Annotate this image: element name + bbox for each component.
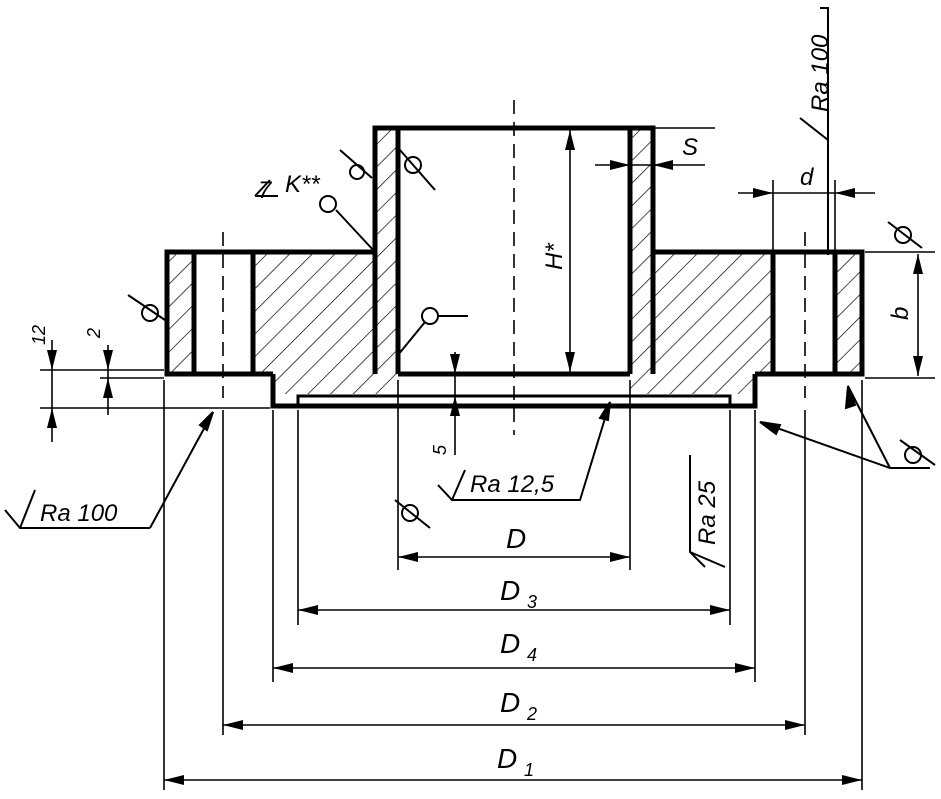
centre-lines [222,100,806,435]
dim-D3-subscript: 3 [527,592,537,612]
dim-D1-label: D [497,743,517,774]
dim-D4-label: D [500,628,520,659]
weld-symbols [127,149,936,529]
section-hatching [167,128,862,394]
extension-lines [40,127,935,790]
roughness-face: Ra 25 [694,480,721,545]
dim-b-label: b [887,307,914,320]
labels: Ra 100 Ra 100 Ra 12,5 Ra 25 7 K** S d b … [29,34,914,780]
dim-2-label: 2 [84,328,104,339]
dim-D3-label: D [500,575,520,606]
dim-s-label: S [682,134,698,161]
dim-D2-label: D [500,687,520,718]
dim-d-label: d [800,164,814,191]
roughness-symbols [4,7,930,568]
roughness-left: Ra 100 [40,500,118,527]
weld-leg: K** [285,171,320,198]
dim-D-label: D [506,523,526,554]
dim-D4-subscript: 4 [527,645,537,665]
weld-number: 7 [258,177,273,204]
dim-5-label: 5 [430,444,450,455]
dim-D2-subscript: 2 [526,704,537,724]
dim-h-label: H* [541,243,568,270]
roughness-top-right: Ra 100 [807,34,834,112]
dimension-lines [47,130,923,785]
roughness-bore: Ra 12,5 [470,471,555,498]
dim-D1-subscript: 1 [524,760,534,780]
dim-12-label: 12 [29,325,49,345]
